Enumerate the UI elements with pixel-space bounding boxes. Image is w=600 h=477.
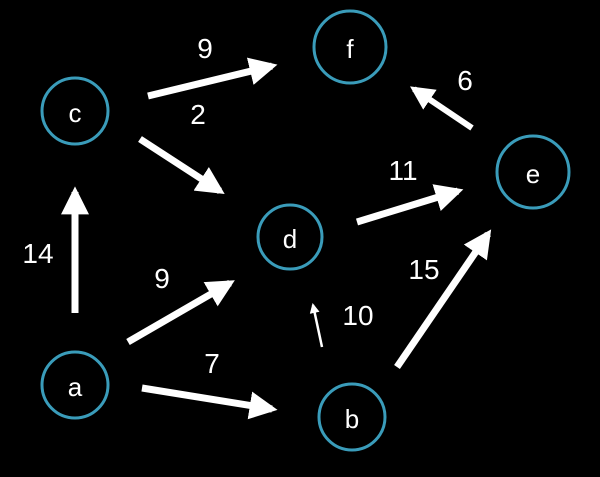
edge-a-to-b [141,384,278,420]
edge-a-to-d [126,279,235,346]
node-f: f [312,9,388,85]
node-label-e: e [526,159,540,189]
node-d: d [256,203,324,271]
node-label-b: b [345,404,359,434]
node-b: b [317,382,387,452]
node-label-d: d [283,224,297,254]
edge-labels-layer: 9 2 14 9 7 11 10 15 6 [22,33,472,379]
edge-c-to-d [138,136,225,195]
node-circle-b [317,382,387,452]
node-circle-a [40,350,110,420]
node-circle-e [495,134,571,210]
edge-weight-d-e: 11 [388,155,417,186]
node-c: c [40,76,110,146]
edge-weight-a-c: 14 [22,238,53,269]
edge-weight-e-f: 6 [457,65,473,96]
edge-weight-b-d: 10 [342,300,373,331]
nodes-layer: f c e d a b [40,9,571,452]
node-circle-c [40,76,110,146]
node-circle-f [312,9,388,85]
edge-weight-b-e: 15 [408,254,439,285]
node-circle-d [256,203,324,271]
edge-b-to-e [394,229,492,369]
edge-e-to-f [410,86,474,131]
node-e: e [495,134,571,210]
edge-weight-a-b: 7 [204,348,220,379]
edge-weight-c-d: 2 [190,99,206,130]
edges-layer [61,57,492,420]
node-label-a: a [68,372,83,402]
edge-c-to-f [147,57,278,100]
edge-b-to-d [309,303,324,348]
edge-weight-c-f: 9 [197,33,213,64]
edge-weight-a-d: 9 [154,263,170,294]
node-label-f: f [346,34,354,64]
node-a: a [40,350,110,420]
node-label-c: c [69,98,82,128]
edge-d-to-e [355,184,464,226]
